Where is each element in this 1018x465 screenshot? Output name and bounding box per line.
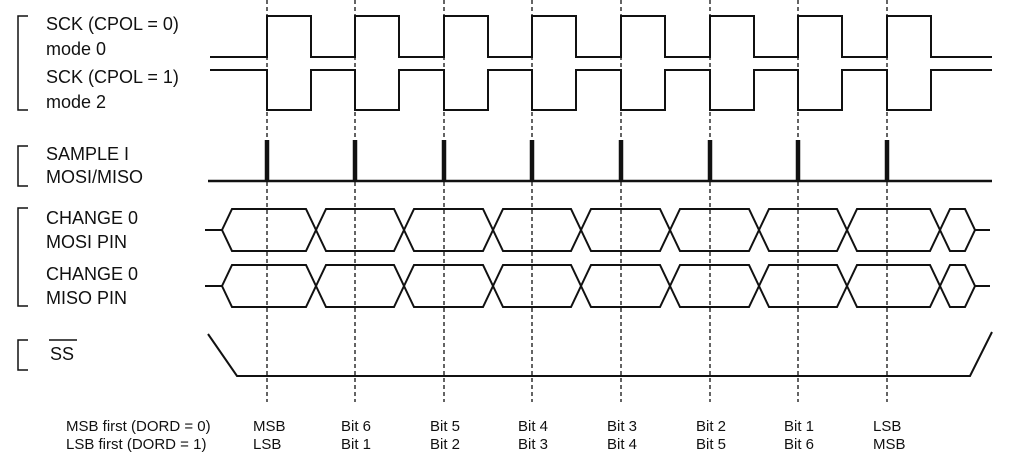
miso-tail	[939, 264, 977, 308]
lsb-order-1: LSB	[253, 436, 281, 453]
label-lsb-first: LSB first (DORD = 1)	[66, 436, 206, 453]
mosi-tail	[939, 208, 977, 252]
mosi-bit-7	[758, 208, 849, 252]
sck-mode0-wave	[210, 15, 992, 58]
lsb-order-2: Bit 1	[341, 436, 371, 453]
mosi-bit-4	[492, 208, 583, 252]
miso-bit-6	[669, 264, 761, 308]
ss-wave	[207, 331, 993, 377]
lsb-order-5: Bit 4	[607, 436, 637, 453]
label-msb-first: MSB first (DORD = 0)	[66, 418, 211, 435]
lsb-order-8: MSB	[873, 436, 906, 453]
label-mode2: mode 2	[46, 92, 106, 112]
label-mode0: mode 0	[46, 39, 106, 59]
label-miso-pin: MISO PIN	[46, 288, 127, 308]
waveforms	[205, 15, 993, 377]
mosi-bit-5	[580, 208, 672, 252]
mosi-bit-1	[221, 208, 318, 252]
miso-bit-4	[492, 264, 583, 308]
label-sample: SAMPLE I	[46, 144, 129, 164]
msb-order-6: Bit 2	[696, 418, 726, 435]
label-mosi-miso: MOSI/MISO	[46, 167, 143, 187]
group-bracket-1	[17, 15, 28, 111]
miso-bit-3	[403, 264, 495, 308]
miso-bit-1	[221, 264, 318, 308]
signal-labels: SCK (CPOL = 0) mode 0 SCK (CPOL = 1) mod…	[46, 14, 179, 364]
group-bracket-3	[17, 207, 28, 307]
lsb-order-4: Bit 3	[518, 436, 548, 453]
msb-order-1: MSB	[253, 418, 286, 435]
mosi-bit-6	[669, 208, 761, 252]
mosi-bit-3	[403, 208, 495, 252]
miso-bit-8	[846, 264, 942, 308]
lsb-order-3: Bit 2	[430, 436, 460, 453]
mosi-bit-8	[846, 208, 942, 252]
label-mosi-pin: MOSI PIN	[46, 232, 127, 252]
msb-order-7: Bit 1	[784, 418, 814, 435]
lsb-order-7: Bit 6	[784, 436, 814, 453]
miso-bit-2	[315, 264, 406, 308]
sck-mode2-wave	[210, 69, 992, 111]
msb-order-3: Bit 5	[430, 418, 460, 435]
signal-group-brackets	[17, 15, 28, 371]
label-ss: SS	[50, 344, 74, 364]
msb-order-4: Bit 4	[518, 418, 548, 435]
label-sck-cpol0: SCK (CPOL = 0)	[46, 14, 179, 34]
lsb-order-6: Bit 5	[696, 436, 726, 453]
msb-order-2: Bit 6	[341, 418, 371, 435]
bit-boundary-dashes	[266, 0, 888, 402]
msb-order-5: Bit 3	[607, 418, 637, 435]
miso-bit-5	[580, 264, 672, 308]
bit-order-table: MSB first (DORD = 0) LSB first (DORD = 1…	[66, 418, 906, 453]
miso-bit-7	[758, 264, 849, 308]
label-change-miso: CHANGE 0	[46, 264, 138, 284]
group-bracket-4	[17, 339, 28, 371]
msb-order-8: LSB	[873, 418, 901, 435]
mosi-bit-2	[315, 208, 406, 252]
group-bracket-2	[17, 145, 28, 187]
label-change-mosi: CHANGE 0	[46, 208, 138, 228]
label-sck-cpol1: SCK (CPOL = 1)	[46, 67, 179, 87]
